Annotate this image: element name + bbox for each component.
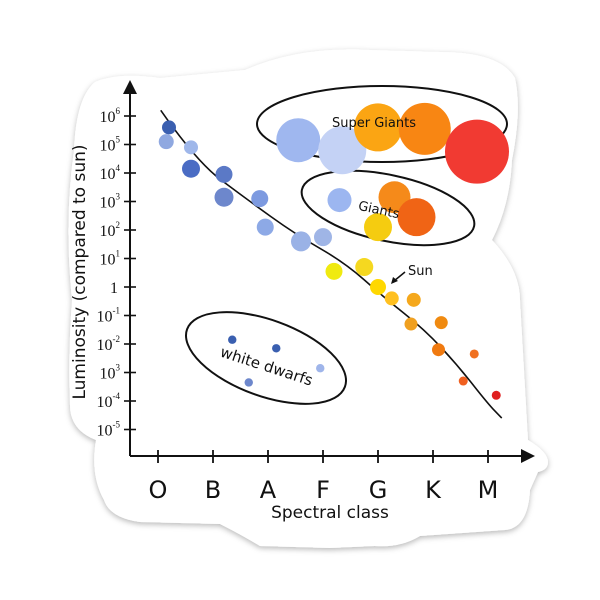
main-sequence-star bbox=[432, 343, 445, 357]
x-tick-label: G bbox=[369, 476, 388, 504]
white-dwarf-star bbox=[228, 335, 237, 344]
white-dwarf-star bbox=[316, 364, 325, 373]
main-sequence-star bbox=[215, 165, 233, 183]
main-sequence-star bbox=[491, 390, 501, 400]
y-tick-label: 103 bbox=[100, 363, 121, 383]
main-sequence-star bbox=[404, 317, 418, 331]
x-tick-label: M bbox=[478, 476, 499, 504]
y-tick-label: 102 bbox=[100, 220, 121, 240]
main-sequence-stars bbox=[158, 120, 501, 400]
super-giants-ellipse bbox=[256, 85, 508, 163]
main-sequence-star bbox=[469, 349, 479, 359]
x-axis-title: Spectral class bbox=[271, 503, 389, 523]
giant-star bbox=[397, 198, 436, 237]
super-giant-star bbox=[318, 126, 367, 175]
x-tick-label: B bbox=[205, 476, 221, 504]
main-sequence-star bbox=[158, 134, 174, 150]
main-sequence-star bbox=[384, 291, 399, 306]
y-tick-label: 104 bbox=[100, 163, 121, 183]
main-sequence-star bbox=[314, 228, 332, 247]
main-sequence-star bbox=[214, 187, 234, 207]
white-dwarfs-ellipse bbox=[185, 311, 347, 405]
x-axis-arrow bbox=[521, 449, 535, 463]
super-giant-star bbox=[398, 102, 451, 155]
y-tick-label: 105 bbox=[100, 135, 121, 155]
x-tick-label: O bbox=[149, 476, 168, 504]
super-giant-stars bbox=[276, 102, 509, 184]
main-sequence-star bbox=[355, 258, 374, 277]
white-dwarfs-region bbox=[185, 311, 347, 405]
white-dwarf-stars bbox=[228, 335, 325, 387]
main-sequence-star bbox=[251, 190, 269, 208]
main-sequence-star bbox=[325, 262, 343, 280]
main-sequence-star bbox=[458, 376, 468, 386]
main-sequence-star bbox=[182, 159, 200, 178]
x-tick-label: A bbox=[260, 476, 277, 504]
y-tick-label: 103 bbox=[100, 192, 121, 212]
super-giant-star bbox=[445, 119, 509, 184]
main-sequence-curve bbox=[160, 109, 503, 419]
x-tick-label: F bbox=[316, 476, 330, 504]
y-tick-label: 101 bbox=[100, 249, 121, 269]
super-giants-region bbox=[256, 85, 508, 163]
y-axis-arrow bbox=[123, 80, 137, 94]
y-tick-label: 1 bbox=[110, 280, 118, 297]
main-sequence-star bbox=[162, 120, 176, 135]
x-tick-label: K bbox=[425, 476, 442, 504]
main-sequence-star bbox=[184, 140, 198, 155]
white-dwarf-star bbox=[272, 344, 281, 353]
giant-stars bbox=[327, 181, 436, 242]
sun-pointer-arrow bbox=[391, 271, 406, 284]
main-sequence-star bbox=[406, 292, 421, 307]
super-giant-star bbox=[354, 103, 402, 152]
super-giant-star bbox=[276, 118, 321, 163]
super-giants-label: Super Giants bbox=[332, 116, 416, 131]
giant-star bbox=[364, 213, 392, 242]
axes bbox=[123, 80, 535, 463]
sun-label: Sun bbox=[408, 264, 433, 279]
y-axis-title: Luminosity (compared to sun) bbox=[70, 144, 90, 399]
y-tick-label: 106 bbox=[100, 106, 121, 126]
main-sequence-star bbox=[434, 316, 448, 330]
white-dwarf-star bbox=[244, 378, 253, 387]
giant-star bbox=[327, 188, 352, 213]
main-sequence-star bbox=[256, 218, 274, 236]
main-sequence-star bbox=[291, 231, 311, 252]
main-sequence-star bbox=[370, 279, 386, 295]
